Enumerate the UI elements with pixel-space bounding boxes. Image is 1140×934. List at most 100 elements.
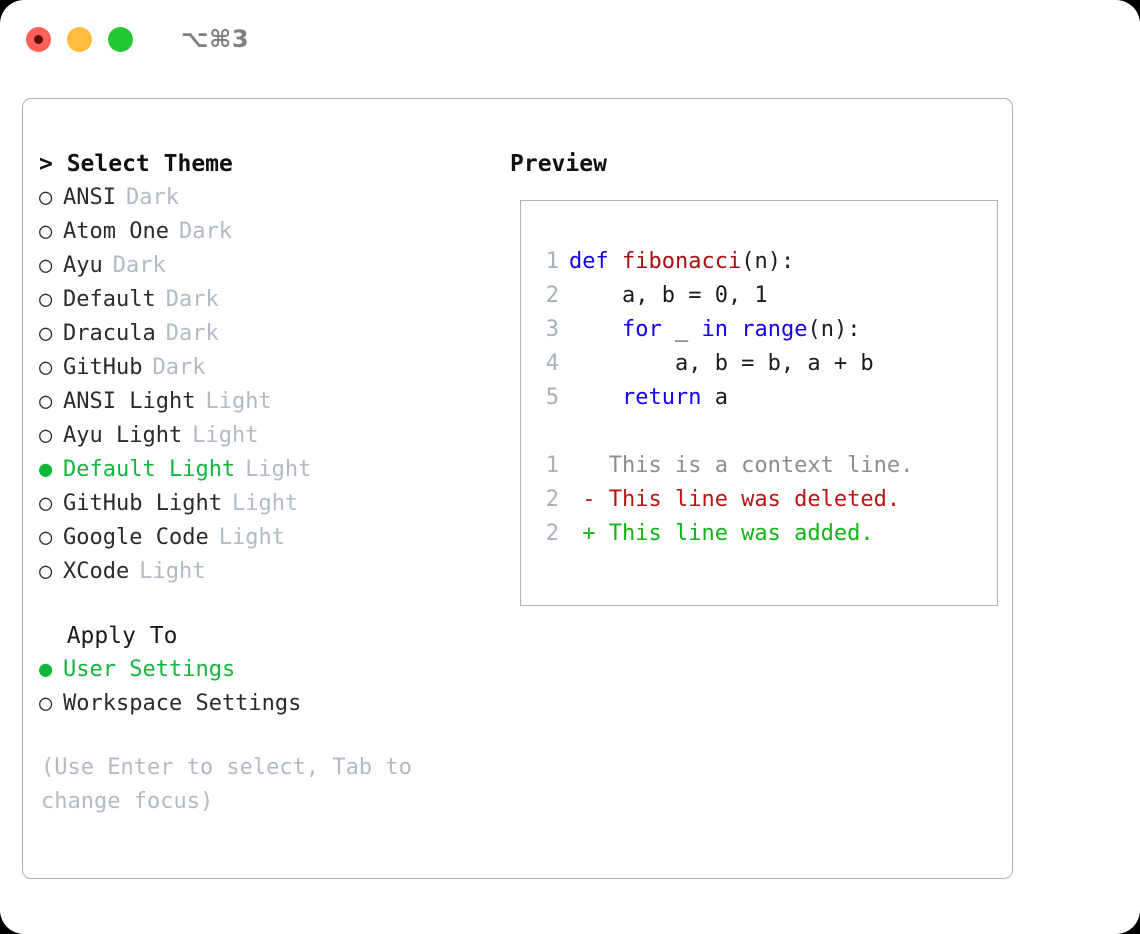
apply-option-user-settings[interactable]: ●User Settings	[39, 653, 501, 687]
diff-sample: 1 This is a context line.2 - This line w…	[521, 449, 997, 551]
line-number: 2	[545, 487, 559, 512]
token-add: + This line was added.	[569, 521, 874, 546]
theme-option-default-light[interactable]: ● Default Light Light	[39, 453, 501, 487]
theme-option-label: Default Light	[63, 457, 236, 482]
zoom-button[interactable]	[108, 26, 133, 52]
theme-category-tag: Light	[245, 457, 312, 482]
radio-empty-icon: ○	[39, 491, 53, 516]
token-kw: def	[569, 249, 622, 274]
minimize-button[interactable]	[67, 26, 92, 52]
theme-category-tag: Dark	[178, 219, 232, 244]
diff-line: 2 + This line was added.	[521, 517, 997, 551]
window-title: ⌥⌘3	[181, 25, 250, 53]
radio-empty-icon: ○	[39, 355, 53, 380]
theme-option-label: Dracula	[63, 321, 156, 346]
token-plain: _	[661, 317, 702, 342]
token-del: - This line was deleted.	[569, 487, 901, 512]
apply-to-option-list[interactable]: ●User Settings ○ Workspace Settings	[39, 653, 501, 721]
line-number: 1	[545, 453, 559, 478]
code-text: def fibonacci(n):	[569, 245, 794, 279]
close-button[interactable]	[26, 26, 51, 52]
theme-option-ayu-light[interactable]: ○ Ayu Light Light	[39, 419, 501, 453]
theme-option-google-code[interactable]: ○ Google Code Light	[39, 521, 501, 555]
keyboard-hint: (Use Enter to select, Tab to change focu…	[41, 755, 426, 814]
diff-line: 2 - This line was deleted.	[521, 483, 997, 517]
theme-category-tag: Light	[139, 559, 206, 584]
line-number: 3	[545, 317, 559, 342]
token-plain: a, b = b, a + b	[569, 351, 874, 376]
theme-option-atom-one[interactable]: ○ Atom One Dark	[39, 215, 501, 249]
token-kw: in	[701, 317, 728, 342]
apply-option-workspace-settings[interactable]: ○ Workspace Settings	[39, 687, 501, 721]
radio-empty-icon: ○	[39, 389, 53, 414]
radio-selected-icon: ●	[39, 457, 53, 482]
token-plain	[569, 385, 622, 410]
token-fn: fibonacci	[621, 249, 742, 274]
theme-category-tag: Light	[231, 491, 299, 516]
radio-empty-icon: ○	[39, 253, 53, 278]
theme-option-label: ANSI	[63, 185, 116, 210]
theme-category-tag: Dark	[112, 253, 166, 278]
token-kw: for	[621, 317, 662, 342]
preview-header: Preview	[510, 151, 607, 177]
code-text: - This line was deleted.	[569, 483, 900, 517]
theme-option-label: XCode	[63, 559, 130, 584]
apply-option-label: Workspace Settings	[63, 691, 302, 716]
theme-option-label: Atom One	[63, 219, 169, 244]
code-line: 1 def fibonacci(n):	[521, 245, 997, 279]
line-number: 4	[545, 351, 559, 376]
line-number: 5	[545, 385, 559, 410]
radio-empty-icon: ○	[39, 219, 53, 244]
code-text: This is a context line.	[569, 449, 914, 483]
code-text: for _ in range(n):	[569, 313, 860, 347]
line-number: 2	[545, 283, 559, 308]
line-number: 2	[545, 521, 559, 546]
theme-category-tag: Light	[218, 525, 285, 550]
token-plain	[728, 317, 741, 342]
apply-option-label: User Settings	[63, 657, 236, 682]
code-text: return a	[569, 381, 728, 415]
radio-empty-icon: ○	[39, 423, 53, 448]
token-plain: (n):	[807, 317, 861, 342]
radio-empty-icon: ○	[39, 525, 53, 550]
radio-empty-icon: ○	[39, 321, 53, 346]
code-text: + This line was added.	[569, 517, 874, 551]
token-kw: range	[741, 317, 808, 342]
apply-to-header: Apply To	[39, 623, 178, 649]
theme-category-tag: Light	[192, 423, 259, 448]
token-plain: (n):	[741, 249, 795, 274]
theme-category-tag: Dark	[125, 185, 179, 210]
code-line: 4 a, b = b, a + b	[521, 347, 997, 381]
theme-option-dracula[interactable]: ○ Dracula Dark	[39, 317, 501, 351]
token-plain	[569, 317, 622, 342]
line-number: 1	[545, 249, 559, 274]
theme-category-tag: Dark	[165, 287, 219, 312]
radio-empty-icon: ○	[39, 691, 53, 716]
theme-option-label: Ayu Light	[63, 423, 183, 448]
theme-category-tag: Dark	[165, 321, 219, 346]
theme-option-label: Default	[63, 287, 156, 312]
token-plain: a	[701, 385, 728, 410]
theme-option-label: Google Code	[63, 525, 209, 550]
title-bar: ⌥⌘3	[0, 0, 1140, 78]
code-text: a, b = b, a + b	[569, 347, 874, 381]
select-theme-header: > Select Theme	[39, 151, 233, 177]
token-plain: a, b = 0, 1	[569, 283, 768, 308]
traffic-light-group	[26, 26, 133, 52]
code-line: 3 for _ in range(n):	[521, 313, 997, 347]
code-line: 2 a, b = 0, 1	[521, 279, 997, 313]
